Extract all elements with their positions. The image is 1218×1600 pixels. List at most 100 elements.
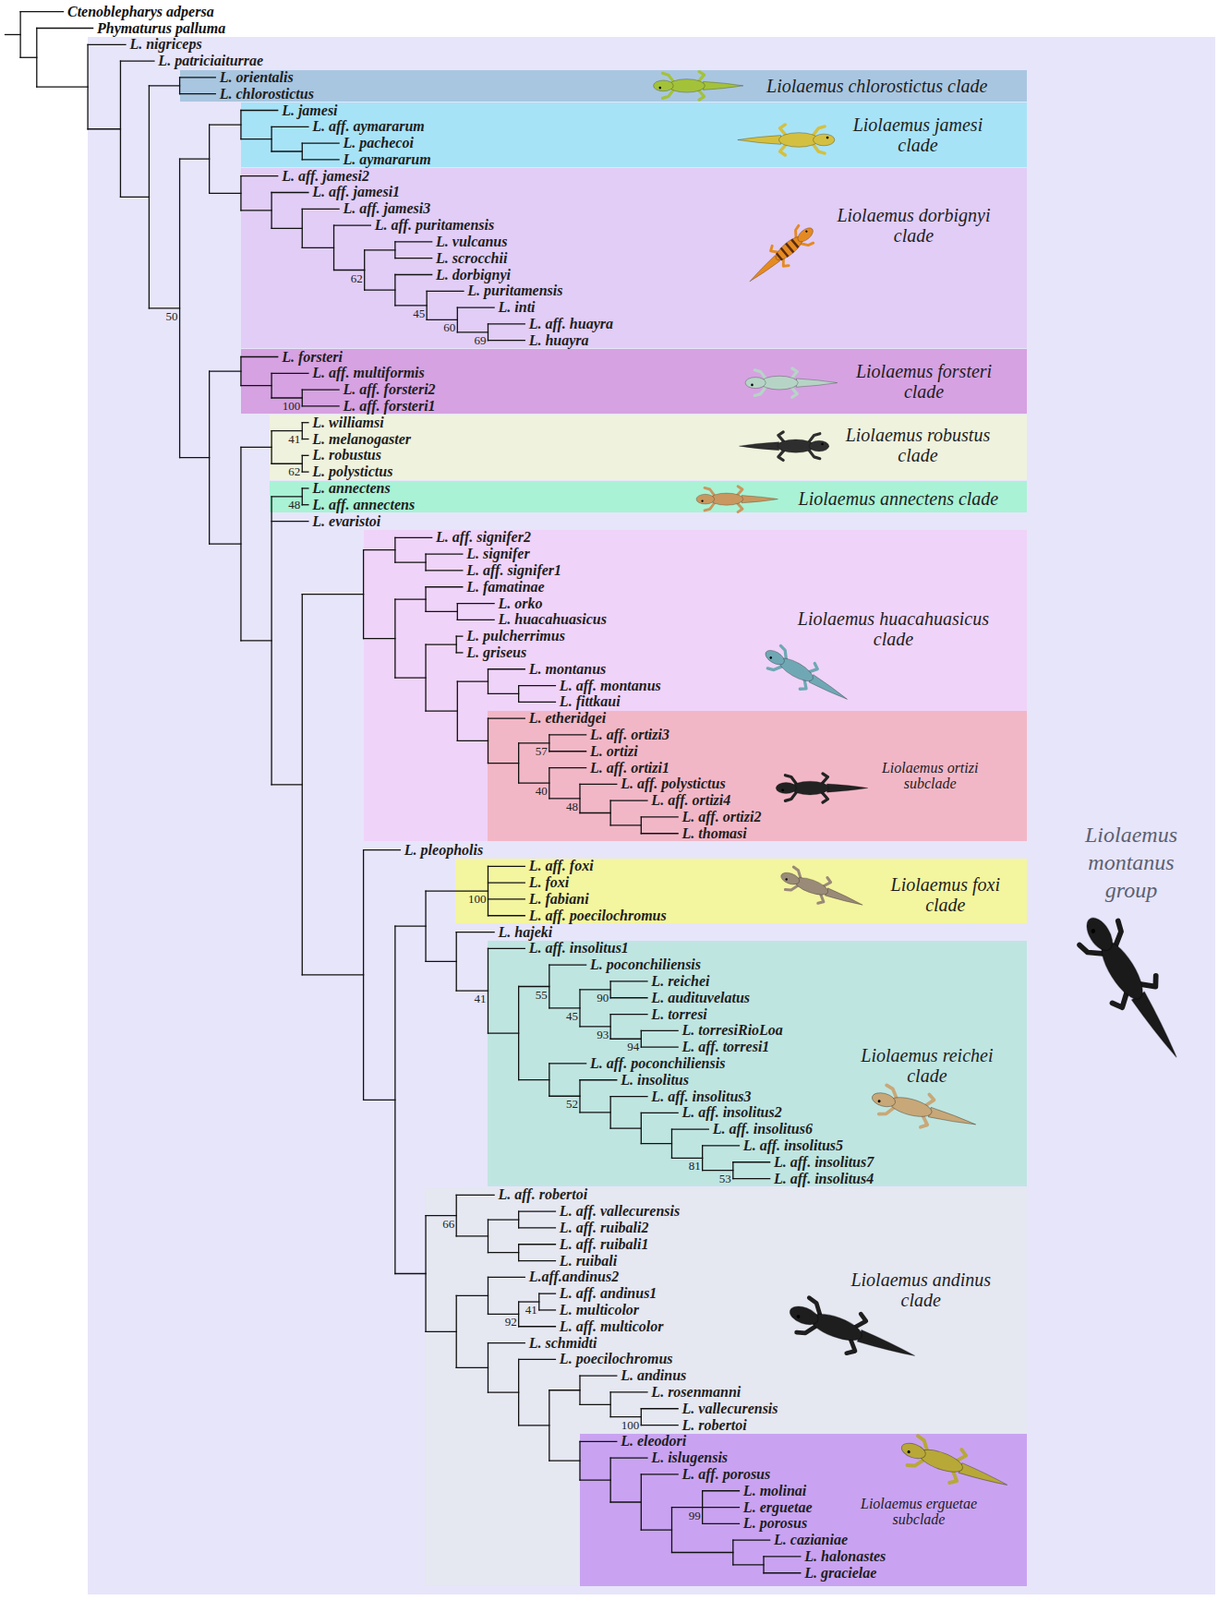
taxon-name: L. torresiRioLoa: [682, 1022, 784, 1039]
tree-branch: [241, 356, 278, 358]
taxon-box: L. aff. ortizi3: [590, 726, 670, 744]
tree-branch: [301, 487, 309, 489]
taxon-name: L. annectens: [312, 480, 390, 497]
taxon-name: L. aff. robertoi: [498, 1186, 589, 1204]
tree-branch: [301, 488, 303, 506]
tree-branch: [487, 881, 525, 883]
bootstrap-anchor: 52: [566, 1097, 579, 1110]
tree-branch: [487, 1342, 525, 1344]
taxon-box: L. reichei: [651, 973, 710, 990]
bootstrap-anchor: 93: [596, 1028, 609, 1041]
taxon-box: L. aff. foxi: [529, 857, 594, 875]
tree-branch: [271, 126, 309, 128]
taxon-name: L. montanus: [529, 661, 607, 678]
taxon-box: L. molinai: [743, 1483, 807, 1500]
taxon-name: L. aff. jamesi3: [342, 200, 431, 218]
taxon-box: L. annectens: [312, 480, 390, 497]
taxon-box: L. andinus: [620, 1367, 687, 1385]
taxon-box: L. pleopholis: [404, 842, 483, 859]
tree-branch: [487, 717, 525, 719]
taxon-name: L. vulcanus: [435, 233, 507, 251]
tree-branch: [640, 1473, 678, 1475]
taxon-box: L. aff. torresi1: [682, 1038, 771, 1056]
tree-branch: [364, 289, 396, 291]
tree-branch: [640, 1424, 678, 1426]
tree-branch: [702, 1523, 740, 1525]
clade-name: Liolaemus ortizi subclade: [874, 759, 986, 793]
taxon-name: L. robertoi: [682, 1417, 748, 1435]
taxon-box: L. patriciaiturrae: [157, 52, 264, 70]
taxon-box: L. williamsi: [312, 414, 384, 432]
tree-branch: [5, 34, 22, 36]
taxon-name: L. aff. ortizi2: [682, 808, 762, 826]
tree-branch: [456, 636, 458, 653]
tree-branch: [425, 569, 463, 571]
taxon-name: L. poecilochromus: [559, 1350, 674, 1368]
tree-branch: [395, 561, 426, 563]
taxon-name: L. aff. montanus: [559, 677, 662, 695]
bootstrap-value: 48: [566, 800, 579, 813]
tree-branch: [518, 1424, 550, 1426]
bootstrap-value: 66: [442, 1218, 455, 1231]
taxon-box: L. aff. montanus: [559, 677, 662, 695]
tree-branch: [241, 639, 272, 641]
tree-branch: [733, 1540, 771, 1542]
clade-name: Liolaemus jamesi clade: [844, 114, 991, 156]
taxon-box: L. pachecoi: [342, 134, 413, 152]
tree-branch: [610, 997, 648, 999]
taxon-name: L. multicolor: [559, 1302, 640, 1319]
taxon-box: L. aff. jamesi3: [342, 200, 431, 218]
clade-name: Liolaemus reichei clade: [852, 1045, 1001, 1086]
tree-branch: [518, 1211, 519, 1229]
taxon-box: L.aff.andinus2: [529, 1268, 620, 1286]
taxon-name: L. pleopholis: [404, 842, 483, 859]
taxon-box: L. aff. ortizi2: [682, 808, 762, 826]
taxon-name: L. aff. insolitus5: [743, 1137, 844, 1155]
taxon-box: L. thomasi: [682, 825, 748, 843]
tree-branch: [394, 241, 396, 259]
taxon-box: L. melanogaster: [312, 431, 411, 448]
lizard-illustration: [1068, 904, 1199, 1072]
lizard-illustration: [776, 862, 868, 918]
tree-branch: [36, 27, 94, 29]
taxon-name: L. aff. annectens: [312, 496, 415, 514]
clade-band: Liolaemus andinus cladeL. aff. robertoiL…: [424, 1187, 1027, 1587]
tree-branch: [209, 370, 242, 372]
tree-branch: [395, 1273, 426, 1275]
tree-branch: [548, 964, 550, 1009]
tree-branch: [363, 549, 396, 551]
taxon-name: L. aff. poecilochromus: [529, 907, 667, 925]
tree-branch: [549, 767, 587, 769]
tree-branch: [548, 768, 550, 799]
tree-branch: [240, 446, 242, 640]
tree-branch: [578, 1375, 580, 1405]
clade-name: Liolaemus forsteri clade: [847, 361, 1001, 402]
tree-branch: [640, 1030, 642, 1048]
tree-branch: [640, 816, 678, 818]
clade-band: Liolaemus robustus cladeL. williamsiL. m…: [269, 414, 1027, 480]
taxon-name: L. aff. polystictus: [620, 775, 725, 793]
tree-branch: [640, 1529, 672, 1531]
tree-branch: [487, 866, 489, 916]
tree-branch: [270, 192, 272, 230]
tree-branch: [518, 1326, 556, 1327]
bootstrap-anchor: 62: [350, 272, 363, 285]
taxon-box: L. huayra: [529, 332, 590, 350]
tree-branch: [394, 537, 396, 563]
taxon-box: L. aff. robertoi: [498, 1186, 589, 1204]
tree-branch: [487, 718, 489, 763]
bootstrap-anchor: 55: [535, 988, 548, 1001]
tree-branch: [36, 85, 88, 87]
taxon-box: L. aff. vallecurensis: [559, 1203, 680, 1220]
tree-branch: [671, 1157, 702, 1159]
tree-branch: [518, 783, 550, 784]
tree-branch: [271, 397, 302, 398]
taxon-name: L. aff. puritamensis: [374, 217, 495, 234]
taxon-box: L. inti: [498, 299, 536, 316]
tree-branch: [456, 931, 495, 933]
tree-branch: [487, 915, 525, 917]
clade-name: Liolaemus dorbignyi clade: [830, 205, 998, 246]
bootstrap-anchor: 53: [719, 1172, 732, 1185]
tree-branch: [456, 651, 463, 653]
tree-branch: [548, 735, 550, 752]
